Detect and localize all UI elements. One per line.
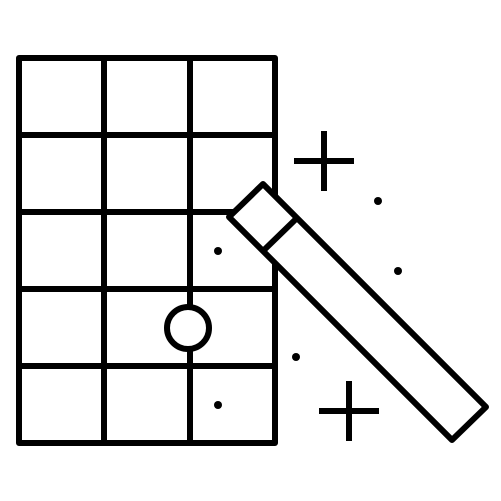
sparkle-dot-icon — [214, 247, 222, 255]
sparkle-plus-icon — [294, 131, 354, 191]
sparkle-dot-icon — [214, 401, 222, 409]
sparkle-plus-group — [294, 131, 379, 441]
grid — [16, 55, 278, 446]
sparkle-dots — [214, 197, 402, 409]
wand-tip-divider — [260, 215, 300, 254]
magic-wand — [226, 181, 489, 443]
highlight-circle — [164, 304, 212, 352]
grid-border — [16, 55, 278, 446]
sparkle-dot-icon — [292, 353, 300, 361]
sparkle-dot-icon — [394, 267, 402, 275]
wand-body — [226, 181, 489, 443]
sparkle-dot-icon — [374, 197, 382, 205]
sparkle-plus-icon — [319, 381, 379, 441]
